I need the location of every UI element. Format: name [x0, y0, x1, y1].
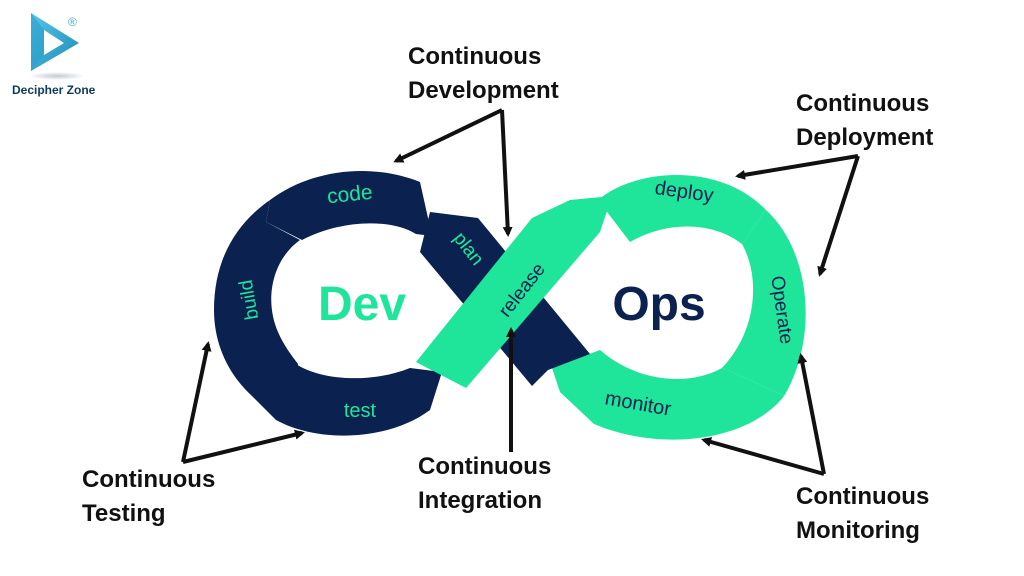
ops-title: Ops	[612, 278, 705, 331]
arrow-deploy-to-operate	[817, 155, 860, 277]
callout-line: Deployment	[796, 124, 934, 151]
callout-line: Continuous	[796, 483, 930, 510]
callout-continuous-integration: Continuous Integration	[418, 450, 551, 518]
callout-line: Monitoring	[796, 517, 920, 544]
arrow-dev-to-code	[393, 108, 503, 163]
arrow-deploy-to-deploy	[735, 154, 859, 180]
segment-code	[266, 170, 432, 240]
segment-deploy	[598, 174, 766, 244]
callout-line: Continuous	[408, 43, 542, 70]
callout-line: Continuous	[796, 90, 930, 117]
arrow-mon-to-operate	[797, 353, 826, 475]
segment-release	[416, 196, 612, 388]
brand-name: Decipher Zone	[12, 83, 96, 97]
callout-continuous-deployment: Continuous Deployment	[796, 87, 933, 155]
stage-test-label: test	[344, 400, 377, 422]
dev-title: Dev	[318, 278, 406, 331]
arrow-test-to-build	[181, 341, 212, 463]
dev-loop	[214, 170, 442, 436]
segment-test	[252, 364, 442, 436]
callout-line: Integration	[418, 487, 542, 514]
arrow-dev-to-plan	[500, 109, 513, 237]
callout-line: Testing	[82, 500, 166, 527]
callout-line: Continuous	[418, 453, 552, 480]
arrow-test-to-test	[182, 429, 305, 464]
callout-arrows	[181, 108, 860, 476]
callout-line: Continuous	[82, 466, 216, 493]
callout-line: Development	[408, 77, 559, 104]
ops-loop	[552, 174, 806, 440]
registered-mark: ®	[68, 15, 77, 29]
segment-monitor	[552, 350, 784, 440]
arrow-mon-to-monitor	[701, 437, 825, 476]
segment-build	[214, 200, 300, 398]
callout-continuous-development: Continuous Development	[408, 40, 559, 108]
segment-operate	[722, 210, 806, 396]
callout-continuous-monitoring: Continuous Monitoring	[796, 480, 929, 548]
decipher-zone-logo	[29, 13, 85, 80]
callout-continuous-testing: Continuous Testing	[82, 463, 215, 531]
stage-code-label: code	[326, 181, 374, 209]
